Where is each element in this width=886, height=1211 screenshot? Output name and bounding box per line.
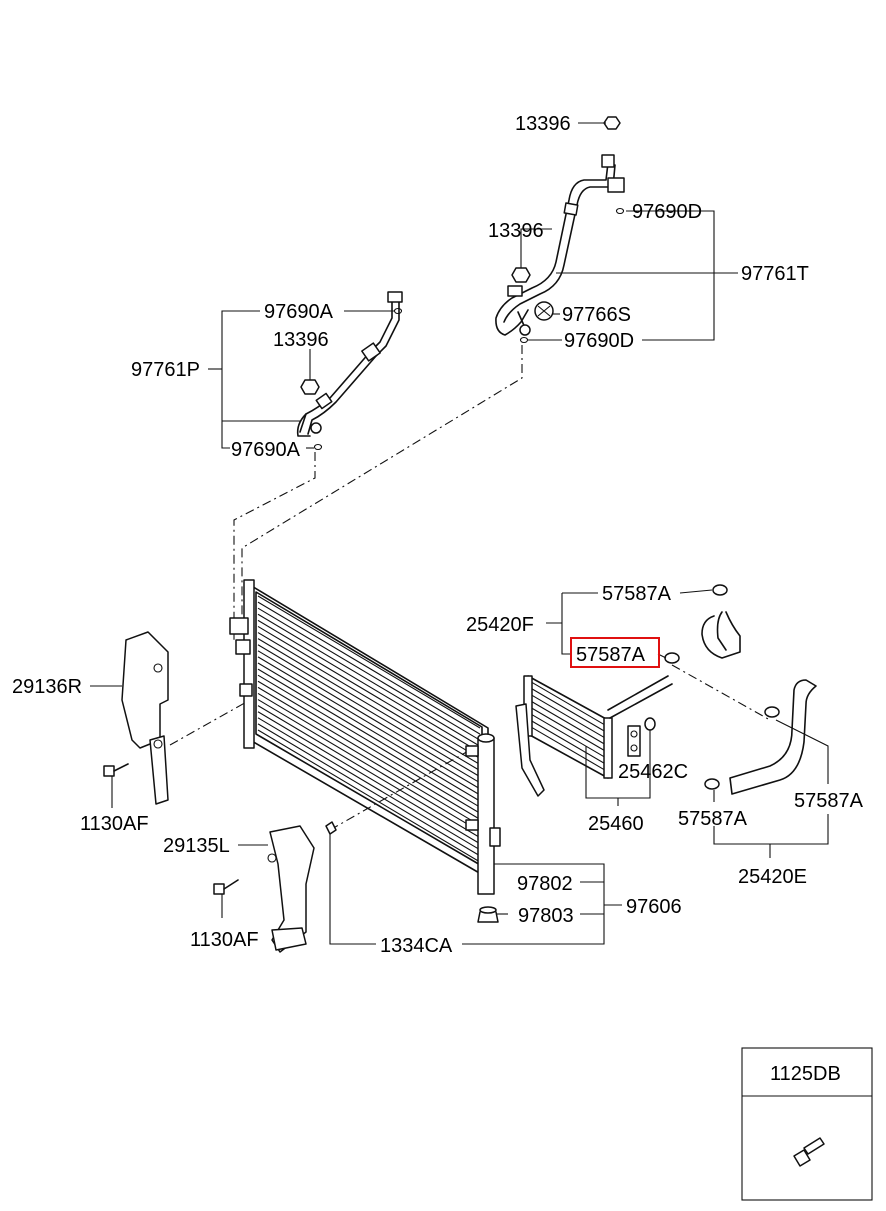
label-1125DB: 1125DB — [770, 1063, 841, 1085]
bolt-1130AF-lower[interactable] — [213, 879, 239, 895]
bolt-25462C[interactable] — [644, 717, 656, 731]
condenser-fin — [257, 638, 481, 772]
dash-line-guard-right — [169, 699, 251, 746]
oil-cooler-fin — [531, 720, 605, 764]
oil-cooler-fins — [531, 681, 605, 771]
o-ring-97690D-top[interactable] — [615, 207, 625, 215]
bolt-1130AF-upper[interactable] — [103, 763, 129, 777]
clamp-57587A-highlighted[interactable] — [664, 652, 680, 664]
oil-cooler-fin — [531, 701, 605, 745]
label-29136R[interactable]: 29136R — [12, 676, 82, 698]
label-97766S[interactable]: 97766S — [562, 304, 631, 326]
label-13396-top[interactable]: 13396 — [515, 113, 571, 135]
cap-97803[interactable] — [477, 906, 499, 923]
condenser-fin — [257, 613, 481, 747]
oil-cooler-fin — [531, 727, 605, 771]
condenser-fin — [257, 705, 481, 839]
condenser-fin — [257, 729, 481, 863]
label-97690D-bot[interactable]: 97690D — [564, 330, 634, 352]
label-1130AF-lower[interactable]: 1130AF — [190, 929, 259, 951]
discharge-pipe-97761T[interactable] — [495, 154, 625, 336]
air-guard-29135L[interactable] — [267, 825, 315, 953]
label-97690A-bot[interactable]: 97690A — [231, 439, 301, 461]
condenser-fin — [257, 674, 481, 808]
inset-box-1125DB[interactable]: 1125DB — [741, 1047, 873, 1201]
oil-cooler-fin — [531, 707, 605, 751]
label-57587A-top[interactable]: 57587A — [602, 583, 672, 605]
hose-25420E[interactable] — [729, 679, 817, 795]
label-97606[interactable]: 97606 — [626, 896, 682, 918]
oil-cooler-fin — [531, 681, 605, 725]
condenser-fin — [257, 595, 481, 729]
condenser-fin — [257, 686, 481, 820]
condenser-fin — [257, 717, 481, 851]
label-97803[interactable]: 97803 — [518, 905, 574, 927]
dash-line-oilcooler — [671, 664, 771, 721]
label-97690A-top[interactable]: 97690A — [264, 301, 334, 323]
nut-13396-top[interactable] — [603, 116, 621, 130]
oil-cooler-fin — [531, 694, 605, 738]
liquid-pipe-97761P[interactable] — [296, 291, 403, 437]
condenser-fin — [257, 668, 481, 802]
condenser-fin — [257, 607, 481, 741]
condenser-fin — [257, 625, 481, 759]
label-97761P[interactable]: 97761P — [131, 359, 200, 381]
o-ring-97690A-bot[interactable] — [313, 443, 323, 451]
label-29135L[interactable]: 29135L — [163, 835, 230, 857]
label-57587A-highlighted[interactable]: 57587A — [576, 644, 646, 666]
clamp-57587A-top[interactable] — [712, 584, 728, 596]
highlight-box-57587A — [570, 637, 660, 668]
condenser-fin — [257, 619, 481, 753]
condenser-fin — [257, 680, 481, 814]
label-97802[interactable]: 97802 — [517, 873, 573, 895]
condenser-fin — [257, 656, 481, 790]
bolt-1125DB-icon — [793, 1137, 825, 1167]
condenser-fin — [257, 650, 481, 784]
condenser-fins — [257, 595, 481, 863]
label-57587A-lower[interactable]: 57587A — [678, 808, 748, 830]
nut-13396-mid[interactable] — [511, 267, 531, 283]
clamp-57587A-lower[interactable] — [704, 778, 720, 790]
label-97761T[interactable]: 97761T — [741, 263, 809, 285]
label-25462C[interactable]: 25462C — [618, 761, 688, 783]
label-25460[interactable]: 25460 — [588, 813, 644, 835]
label-97690D-top[interactable]: 97690D — [632, 201, 702, 223]
hose-25420F[interactable] — [701, 611, 741, 659]
condenser-core[interactable] — [229, 579, 489, 879]
condenser-fin — [257, 699, 481, 833]
clip-97766S[interactable] — [534, 301, 554, 321]
clamp-57587A-right[interactable] — [764, 706, 780, 718]
condenser-fin — [257, 692, 481, 826]
condenser-fin — [257, 644, 481, 778]
receiver-drier-97802[interactable] — [465, 733, 501, 895]
dash-line-left-pipe — [233, 452, 316, 640]
oil-cooler-fin — [531, 688, 605, 732]
oil-cooler-25460[interactable] — [515, 675, 673, 797]
dash-line-top-pipe — [241, 345, 523, 620]
bolt-1334CA[interactable] — [325, 821, 337, 835]
condenser-fin — [257, 723, 481, 857]
nut-13396-left[interactable] — [300, 379, 320, 395]
condenser-fin — [257, 711, 481, 845]
label-1130AF-upper[interactable]: 1130AF — [80, 813, 149, 835]
label-1334CA[interactable]: 1334CA — [380, 935, 453, 957]
oil-cooler-fin — [531, 714, 605, 758]
label-57587A-right[interactable]: 57587A — [794, 790, 864, 812]
condenser-fin — [257, 662, 481, 796]
condenser-fin — [257, 632, 481, 766]
o-ring-97690D-bot[interactable] — [519, 336, 529, 344]
label-13396-left[interactable]: 13396 — [273, 329, 329, 351]
air-guard-29136R[interactable] — [121, 631, 169, 805]
condenser-fin — [257, 601, 481, 735]
label-25420E[interactable]: 25420E — [738, 866, 807, 888]
label-13396-mid[interactable]: 13396 — [488, 220, 544, 242]
leader-lines — [90, 122, 829, 945]
label-25420F[interactable]: 25420F — [466, 614, 534, 636]
o-ring-97690A-top[interactable] — [393, 307, 403, 315]
